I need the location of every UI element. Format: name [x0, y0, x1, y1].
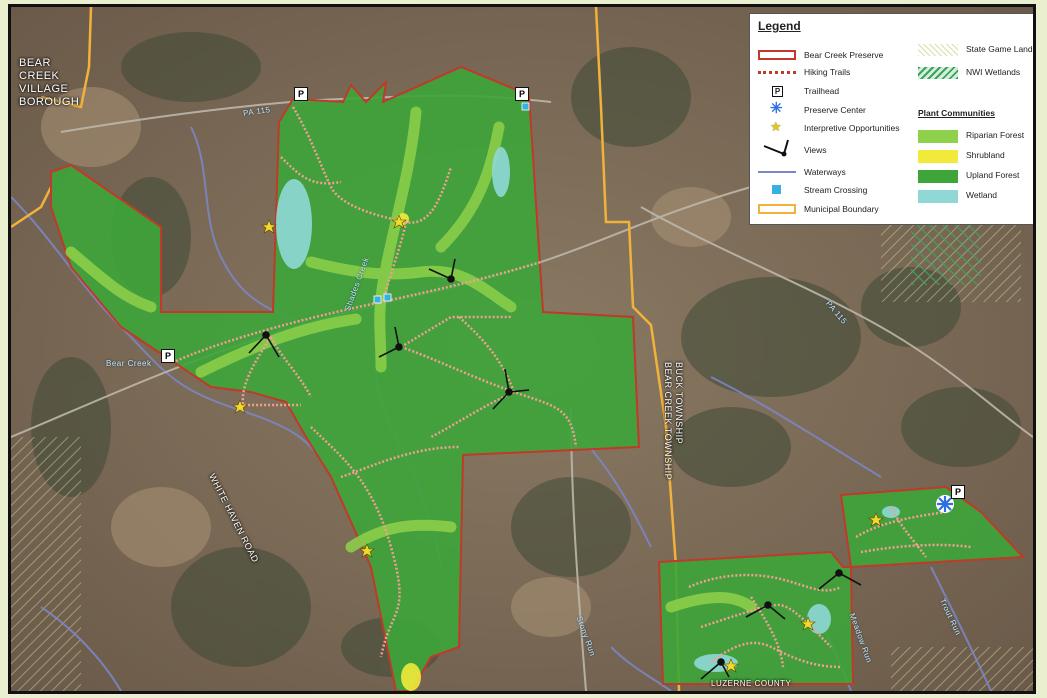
- legend-item-trails: Hiking Trails: [758, 65, 918, 79]
- legend-item-preserve-center: ✳ Preserve Center: [758, 100, 918, 117]
- buck-township-label: BUCK TOWNSHIP: [674, 362, 684, 445]
- legend-title: Legend: [758, 19, 801, 33]
- bear-creek-village-label: BEAR CREEK VILLAGE BOROUGH: [19, 57, 79, 109]
- state-game-lands-south: [891, 647, 1033, 691]
- preserve-main-parcel[interactable]: [50, 65, 641, 691]
- waterway-swatch: [758, 171, 796, 173]
- legend-item-waterways: Waterways: [758, 165, 918, 179]
- legend-item-municipal: Municipal Boundary: [758, 202, 918, 216]
- preserve-center-icon: ✳: [770, 100, 783, 117]
- upland-forest-swatch: [918, 170, 958, 183]
- legend-item-shrubland: Shrubland: [918, 148, 1033, 163]
- state-game-lands-swatch: [918, 44, 958, 56]
- view-icon: [492, 368, 530, 410]
- legend-label: Trailhead: [804, 86, 840, 96]
- legend-item-upland: Upland Forest: [918, 168, 1033, 183]
- legend-item-nwi-wetlands: NWI Wetlands: [918, 65, 1033, 79]
- legend-label: Stream Crossing: [804, 185, 868, 195]
- star-icon: [723, 658, 739, 673]
- legend-item-riparian: Riparian Forest: [918, 128, 1033, 143]
- views-icon: [763, 139, 789, 157]
- wetland-swatch: [918, 190, 958, 203]
- legend-item-state-game-lands: State Game Lands: [918, 42, 1036, 56]
- legend-item-views: Views: [758, 138, 918, 162]
- star-icon: ★: [770, 119, 782, 134]
- view-icon: [428, 258, 456, 283]
- trailhead-icon[interactable]: P: [161, 349, 175, 363]
- view-icon: [818, 569, 862, 590]
- bear-creek-township-label: BEAR CREEK TOWNSHIP: [663, 362, 673, 481]
- legend-label: Bear Creek Preserve: [804, 50, 884, 60]
- trailhead-icon[interactable]: P: [515, 87, 529, 101]
- nwi-wetlands-swatch: [918, 67, 958, 79]
- interpretive-stars: [232, 214, 884, 673]
- star-icon: [800, 616, 816, 631]
- star-icon: [232, 399, 248, 414]
- legend-label: Wetland: [966, 190, 998, 200]
- trailhead-icon: P: [772, 86, 783, 97]
- stream-crossing-icon: [772, 185, 781, 194]
- hiking-trail-swatch: [758, 71, 796, 74]
- legend-label: Interpretive Opportunities: [804, 123, 900, 133]
- legend-item-trailhead: P Trailhead: [758, 84, 918, 98]
- village-label-line: VILLAGE: [19, 83, 69, 95]
- preserve-map[interactable]: P P P P BEAR CREEK VILLAGE BOROUGH WHITE…: [8, 4, 1036, 694]
- view-icon: [248, 331, 280, 358]
- star-icon: [261, 219, 277, 234]
- legend-label: Upland Forest: [966, 170, 1020, 180]
- view-icon: [700, 658, 730, 680]
- state-game-lands-west: [11, 437, 81, 691]
- legend-label: Shrubland: [966, 150, 1005, 160]
- views-markers: [248, 258, 862, 680]
- legend-item-wetland: Wetland: [918, 188, 1033, 203]
- village-label-line: BOROUGH: [19, 96, 80, 108]
- star-icon: [359, 543, 375, 558]
- legend-label: Riparian Forest: [966, 130, 1025, 140]
- view-icon: [378, 326, 403, 358]
- municipal-boundary: [11, 7, 681, 691]
- luzerne-county-label: LUZERNE COUNTY: [711, 679, 792, 688]
- legend-label: NWI Wetlands: [966, 67, 1021, 77]
- legend-label: Waterways: [804, 167, 846, 177]
- legend-item-stream-crossing: Stream Crossing: [758, 183, 918, 197]
- municipal-boundary-swatch: [758, 204, 796, 214]
- preserve-boundary-swatch: [758, 50, 796, 60]
- star-icon: [391, 214, 407, 229]
- village-label-line: BEAR: [19, 57, 51, 69]
- bear-creek-stream-label: Bear Creek: [106, 359, 152, 368]
- legend-item-preserve: Bear Creek Preserve: [758, 48, 918, 62]
- stream-crossings: [373, 102, 530, 304]
- view-icon: [745, 601, 786, 620]
- riparian-forest-swatch: [918, 130, 958, 143]
- legend-label: Municipal Boundary: [804, 204, 879, 214]
- village-label-line: CREEK: [19, 70, 60, 82]
- preserve-center-icon[interactable]: [936, 495, 954, 513]
- riparian-forest: [65, 106, 757, 613]
- shrubland-swatch: [918, 150, 958, 163]
- plant-communities-heading: Plant Communities: [918, 108, 995, 118]
- legend-label: Hiking Trails: [804, 67, 851, 77]
- legend-label: Preserve Center: [804, 105, 866, 115]
- nwi-wetlands: [911, 225, 981, 285]
- legend-label: Views: [804, 145, 827, 155]
- legend-item-interpretive: ★ Interpretive Opportunities: [758, 119, 928, 135]
- legend-label: State Game Lands: [966, 44, 1036, 54]
- wetland-areas: [276, 147, 900, 672]
- star-icon: [868, 512, 884, 527]
- map-legend: Legend Bear Creek Preserve Hiking Trails…: [749, 13, 1036, 225]
- trailhead-icon[interactable]: P: [951, 485, 965, 499]
- trailhead-icon[interactable]: P: [294, 87, 308, 101]
